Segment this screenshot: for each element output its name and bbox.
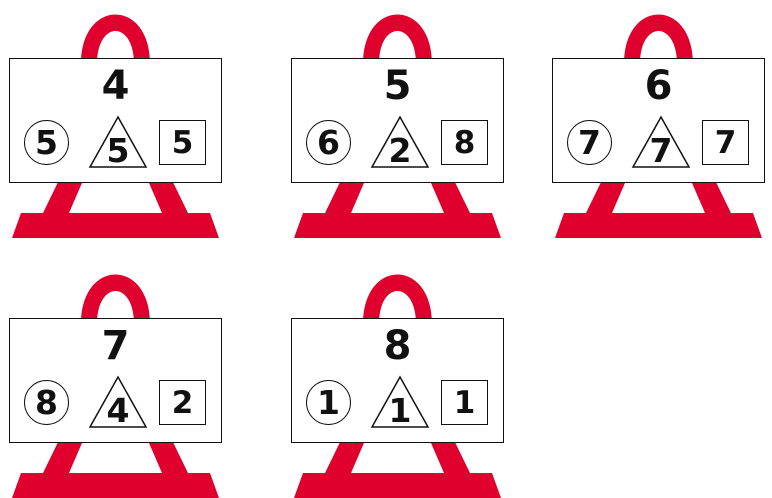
triangle-number: 2	[370, 132, 430, 170]
easel-board: 6 7 7 7	[552, 58, 765, 183]
easel-number: 6	[553, 59, 764, 113]
triangle-number: 7	[631, 132, 691, 170]
circle-number: 7	[567, 120, 612, 165]
easel-board: 5 6 2 8	[291, 58, 504, 183]
easel-3: 6 7 7 7	[552, 6, 772, 236]
triangle-number: 5	[88, 132, 148, 170]
circle-number: 1	[306, 380, 351, 425]
easel-number: 7	[10, 319, 221, 373]
easel-number: 4	[10, 59, 221, 113]
triangle-shape: 1	[370, 375, 430, 429]
square-number: 5	[159, 120, 206, 165]
triangle-shape: 2	[370, 115, 430, 169]
triangle-number: 4	[88, 392, 148, 430]
square-number: 7	[702, 120, 749, 165]
easel-5: 8 1 1 1	[291, 266, 511, 496]
easel-board: 8 1 1 1	[291, 318, 504, 443]
square-number: 8	[441, 120, 488, 165]
easel-board: 7 8 4 2	[9, 318, 222, 443]
easel-2: 5 6 2 8	[291, 6, 511, 236]
easel-number: 5	[292, 59, 503, 113]
easel-1: 4 5 5 5	[9, 6, 229, 236]
square-number: 2	[159, 380, 206, 425]
triangle-shape: 4	[88, 375, 148, 429]
easel-number: 8	[292, 319, 503, 373]
triangle-number: 1	[370, 392, 430, 430]
circle-number: 5	[24, 120, 69, 165]
triangle-shape: 5	[88, 115, 148, 169]
circle-number: 8	[24, 380, 69, 425]
square-number: 1	[441, 380, 488, 425]
easel-4: 7 8 4 2	[9, 266, 229, 496]
circle-number: 6	[306, 120, 351, 165]
easel-board: 4 5 5 5	[9, 58, 222, 183]
triangle-shape: 7	[631, 115, 691, 169]
